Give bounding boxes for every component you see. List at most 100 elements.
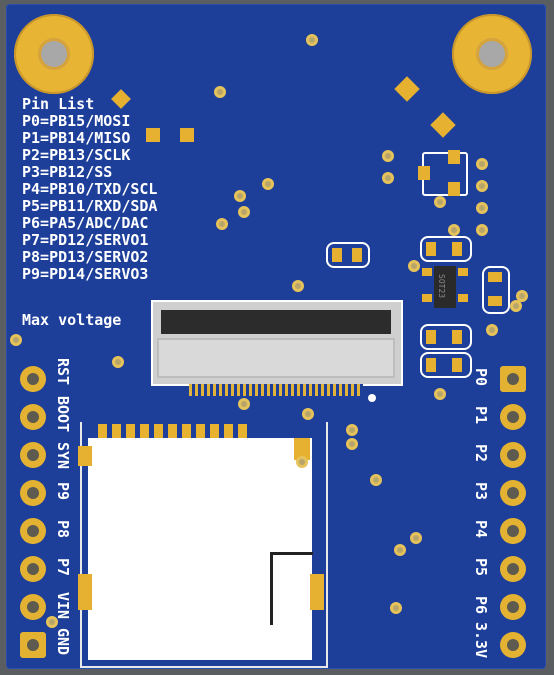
header-pin-p5 bbox=[500, 556, 526, 582]
via bbox=[476, 158, 488, 170]
header-pin-vin bbox=[20, 594, 46, 620]
via bbox=[214, 86, 226, 98]
left-header-label: BOOT bbox=[54, 396, 72, 433]
left-header-label: VIN bbox=[54, 592, 72, 620]
capacitor-outline bbox=[420, 236, 472, 262]
right-header-label: P2 bbox=[472, 444, 490, 463]
header-pin-3v3 bbox=[500, 632, 526, 658]
via bbox=[394, 544, 406, 556]
max-voltage-label: Max voltage bbox=[22, 311, 122, 329]
via bbox=[410, 532, 422, 544]
pin-list-line: P3=PB12/SS bbox=[22, 163, 113, 181]
header-pin-p2 bbox=[500, 442, 526, 468]
right-header-label: 3.3V bbox=[472, 622, 490, 659]
left-header-label: P8 bbox=[54, 520, 72, 539]
sd-shield-pad bbox=[310, 574, 324, 610]
ic-pad bbox=[448, 150, 460, 164]
via bbox=[296, 456, 308, 468]
sd-contact bbox=[98, 424, 107, 440]
sd-contact bbox=[168, 424, 177, 440]
pin-list-line: P5=PB11/RXD/SDA bbox=[22, 197, 158, 215]
chip-marking: SOT23 bbox=[437, 274, 446, 299]
sd-shield-pad bbox=[78, 574, 92, 610]
capacitor-outline bbox=[420, 352, 472, 378]
via bbox=[262, 178, 274, 190]
mounting-hole-right bbox=[452, 14, 532, 94]
pcb-board: Pin List P0=PB15/MOSI P1=PB14/MISO P2=PB… bbox=[6, 4, 546, 669]
sd-shield-pad bbox=[294, 438, 310, 460]
pin-list-line: P4=PB10/TXD/SCL bbox=[22, 180, 158, 198]
header-pin-p7 bbox=[20, 556, 46, 582]
chip-pad bbox=[422, 294, 432, 302]
via bbox=[238, 206, 250, 218]
pin-list-line: P6=PA5/ADC/DAC bbox=[22, 214, 149, 232]
via bbox=[408, 260, 420, 272]
header-pin-rst bbox=[20, 366, 46, 392]
header-pin-p3 bbox=[500, 480, 526, 506]
via bbox=[292, 280, 304, 292]
header-pin-boot bbox=[20, 404, 46, 430]
pin-list-line: P2=PB13/SCLK bbox=[22, 146, 131, 164]
pin-list: Pin List P0=PB15/MOSI P1=PB14/MISO P2=PB… bbox=[22, 96, 157, 283]
sd-socket-outline bbox=[80, 422, 328, 668]
pin-list-line: P9=PD14/SERVO3 bbox=[22, 265, 149, 283]
resistor-outline bbox=[326, 242, 370, 268]
via bbox=[516, 290, 528, 302]
via bbox=[346, 424, 358, 436]
via bbox=[346, 438, 358, 450]
header-pin-gnd bbox=[20, 632, 46, 658]
via bbox=[476, 180, 488, 192]
header-pin-p1 bbox=[500, 404, 526, 430]
via bbox=[390, 602, 402, 614]
header-pin-syn bbox=[20, 442, 46, 468]
via bbox=[306, 34, 318, 46]
ic-pad bbox=[418, 166, 430, 180]
sd-contact bbox=[224, 424, 233, 440]
via bbox=[434, 388, 446, 400]
header-pin-p6 bbox=[500, 594, 526, 620]
header-pin-p8 bbox=[20, 518, 46, 544]
via bbox=[112, 356, 124, 368]
left-header-label: P7 bbox=[54, 558, 72, 577]
header-pin-p4 bbox=[500, 518, 526, 544]
sot23-chip: SOT23 bbox=[434, 266, 456, 308]
sd-contact bbox=[140, 424, 149, 440]
right-header-label: P4 bbox=[472, 520, 490, 539]
ic-pad bbox=[448, 182, 460, 196]
via bbox=[382, 150, 394, 162]
capacitor-outline bbox=[420, 324, 472, 350]
right-header-label: P3 bbox=[472, 482, 490, 501]
via bbox=[10, 334, 22, 346]
pin1-marker bbox=[368, 394, 376, 402]
via bbox=[448, 224, 460, 236]
sd-contact bbox=[112, 424, 121, 440]
via bbox=[46, 616, 58, 628]
sd-shield-pad bbox=[78, 446, 92, 466]
via bbox=[234, 190, 246, 202]
via bbox=[434, 196, 446, 208]
fpc-connector bbox=[151, 300, 403, 386]
smd-pad bbox=[180, 128, 194, 142]
sd-contact bbox=[196, 424, 205, 440]
left-header-label: P9 bbox=[54, 482, 72, 501]
sd-contact bbox=[210, 424, 219, 440]
left-header-label: SYN bbox=[54, 442, 72, 470]
chip-pad bbox=[422, 268, 432, 276]
via bbox=[476, 202, 488, 214]
sd-contact bbox=[182, 424, 191, 440]
sd-card-slot[interactable] bbox=[88, 438, 313, 660]
pin-list-line: P7=PD12/SERVO1 bbox=[22, 231, 149, 249]
sd-contact bbox=[238, 424, 247, 440]
resistor-outline bbox=[482, 266, 510, 314]
via bbox=[370, 474, 382, 486]
sd-contact bbox=[126, 424, 135, 440]
via bbox=[382, 172, 394, 184]
chip-pad bbox=[458, 268, 468, 276]
via bbox=[510, 300, 522, 312]
via bbox=[476, 224, 488, 236]
pin-list-line: P8=PD13/SERVO2 bbox=[22, 248, 149, 266]
diode-pad bbox=[394, 76, 420, 102]
diode-pad bbox=[430, 112, 456, 138]
via bbox=[302, 408, 314, 420]
pin-list-line: P0=PB15/MOSI bbox=[22, 112, 131, 130]
